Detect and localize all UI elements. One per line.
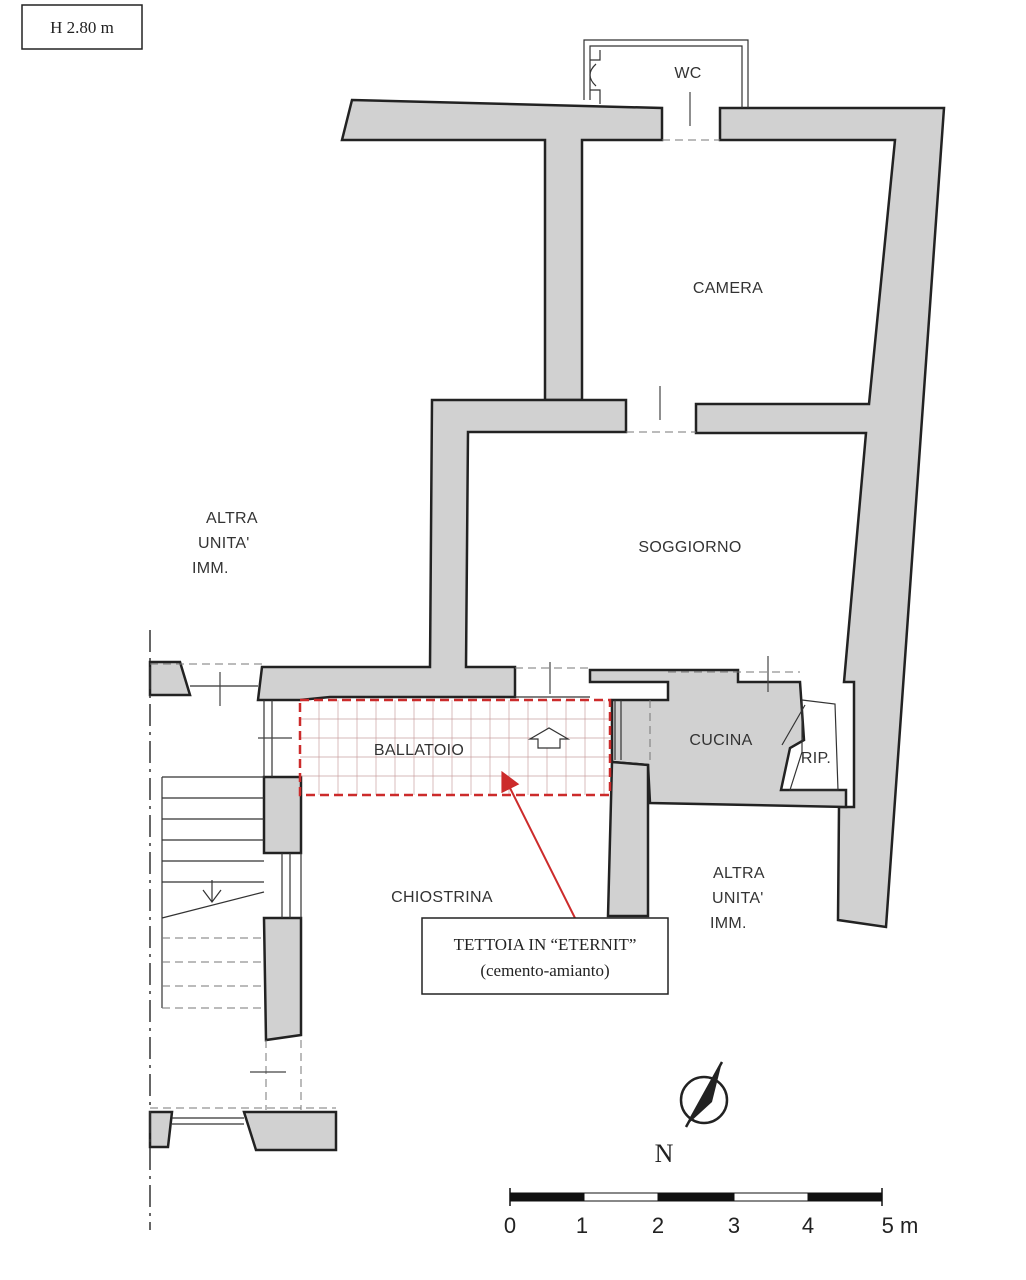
callout-line-2: (cemento-amianto) (480, 961, 609, 980)
height-badge-text: H 2.80 m (50, 18, 114, 37)
compass-circle-icon (679, 1075, 729, 1125)
altra-unita-right: ALTRA UNITA' IMM. (710, 865, 765, 932)
callout-line-1: TETTOIA IN “ETERNIT” (454, 935, 637, 954)
wall-ballatoio-right-top (588, 668, 848, 809)
scale-tick-0: 0 (504, 1213, 516, 1238)
openings (150, 39, 839, 1125)
wall-chiostrina-right (606, 760, 650, 918)
room-label-cucina: CUCINA (689, 732, 752, 749)
altra-unita-left-line-2: UNITA' (198, 535, 250, 552)
scale-tick-4: 4 (802, 1213, 814, 1238)
scale-bar: 0 1 2 3 4 5 m (504, 1188, 918, 1238)
height-badge: H 2.80 m (21, 4, 143, 50)
scale-tick-1: 1 (576, 1213, 588, 1238)
wc-outline (583, 39, 749, 108)
altra-unita-left-line-3: IMM. (192, 560, 229, 577)
scale-tick-2: 2 (652, 1213, 664, 1238)
room-label-wc: WC (674, 65, 701, 82)
ballatoio-highlight (298, 698, 612, 797)
wall-bottom-right (242, 1110, 338, 1152)
wall-top-right (694, 106, 946, 929)
wall-pillar-1 (262, 775, 303, 855)
wall-bottom-left (148, 1110, 174, 1149)
scale-tick-3: 3 (728, 1213, 740, 1238)
up-arrow-icon (527, 727, 571, 749)
room-label-rip: RIP. (801, 750, 831, 767)
callout-arrow (501, 770, 576, 919)
scale-tick-5: 5 m (882, 1213, 919, 1238)
altra-unita-right-line-1: ALTRA (713, 865, 765, 882)
wall-left-stub (148, 660, 192, 697)
north-label: N (655, 1139, 674, 1168)
wall-top-left (340, 98, 664, 402)
walls (148, 98, 946, 1152)
altra-unita-right-line-3: IMM. (710, 915, 747, 932)
wall-pillar-2 (262, 916, 303, 1042)
altra-unita-left: ALTRA UNITA' IMM. (192, 510, 258, 577)
stair (161, 776, 265, 1009)
north-arrow: N (655, 1061, 729, 1168)
altra-unita-left-line-1: ALTRA (206, 510, 258, 527)
room-label-ballatoio: BALLATOIO (374, 742, 464, 759)
room-label-soggiorno: SOGGIORNO (638, 539, 741, 556)
room-label-chiostrina: CHIOSTRINA (391, 889, 493, 906)
callout-box: TETTOIA IN “ETERNIT” (cemento-amianto) (421, 917, 669, 995)
room-label-camera: CAMERA (693, 280, 763, 297)
altra-unita-right-line-2: UNITA' (712, 890, 764, 907)
wall-soggiorno-left (256, 398, 628, 702)
